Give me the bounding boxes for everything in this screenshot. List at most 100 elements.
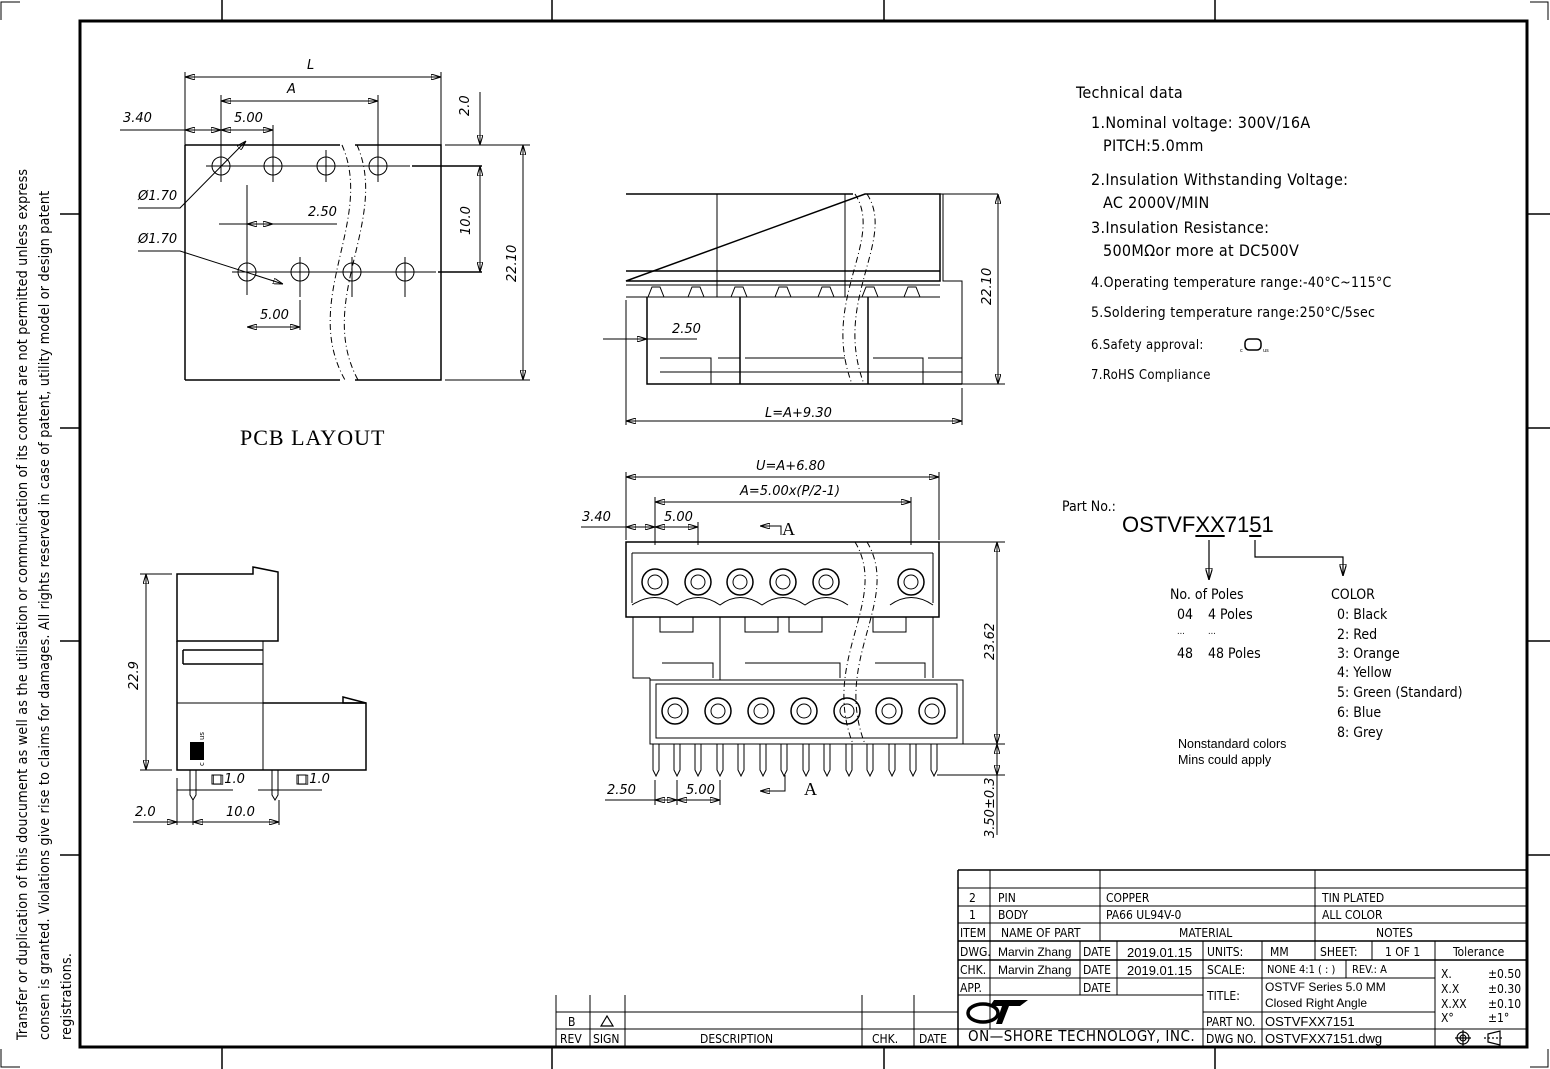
poles-code-3: 48 bbox=[1177, 646, 1194, 662]
color-option: 8: Grey bbox=[1337, 725, 1384, 741]
color-option: 6: Blue bbox=[1337, 705, 1382, 721]
dim-front-length: L=A+9.30 bbox=[765, 406, 832, 421]
dim-top-left-offset: 3.40 bbox=[582, 510, 611, 525]
pcb-layout-title: PCB LAYOUT bbox=[240, 425, 386, 450]
dim-pin-pitch: 5.00 bbox=[686, 783, 715, 798]
app-date-label: DATE bbox=[1083, 981, 1111, 995]
dim-A: A bbox=[287, 82, 296, 97]
top-view-drawing bbox=[581, 472, 1005, 835]
dim-pin-offset: 2.50 bbox=[607, 783, 636, 798]
dim-front-offset: 2.50 bbox=[672, 322, 701, 337]
copyright-line-1: Transfer or duplication of this doucumen… bbox=[15, 168, 31, 1040]
color-option: 4: Yellow bbox=[1337, 665, 1392, 681]
title-line-2: Closed Right Angle bbox=[1265, 996, 1368, 1010]
tech-item-6: 6.Safety approval: bbox=[1091, 338, 1204, 353]
dwg-no-value: OSTVFXX7151.dwg bbox=[1265, 1031, 1383, 1046]
tech-item-1: 1.Nominal voltage: 300V/16A bbox=[1091, 113, 1311, 132]
bom-header-name: NAME OF PART bbox=[1001, 926, 1081, 940]
bom-notes: ALL COLOR bbox=[1322, 908, 1383, 922]
part-poles-code: XX bbox=[1195, 512, 1225, 537]
poles-code-1: 04 bbox=[1177, 607, 1194, 623]
chk-header: CHK. bbox=[872, 1032, 899, 1046]
dim-U: U=A+6.80 bbox=[756, 459, 826, 474]
part-number-callouts bbox=[1209, 540, 1343, 580]
tech-item-2-sub: AC 2000V/MIN bbox=[1103, 193, 1210, 212]
chk-name: Marvin Zhang bbox=[998, 963, 1072, 977]
dim-pin-spacing: 10.0 bbox=[226, 805, 255, 820]
tech-item-3: 3.Insulation Resistance: bbox=[1091, 218, 1270, 237]
scale-label: SCALE: bbox=[1207, 963, 1246, 977]
color-option: 0: Black bbox=[1337, 607, 1388, 623]
part-mid: 71 bbox=[1224, 512, 1250, 537]
tolerance-value: ±1° bbox=[1488, 1011, 1510, 1025]
dwg-label: DWG. bbox=[960, 945, 991, 959]
part-no-field-value: OSTVFXX7151 bbox=[1265, 1014, 1355, 1029]
tolerance-key: X° bbox=[1441, 1011, 1454, 1025]
units-label: UNITS: bbox=[1207, 945, 1244, 959]
app-label: APP. bbox=[960, 981, 982, 995]
sheet-value: 1 OF 1 bbox=[1385, 945, 1421, 959]
tech-item-3-sub: 500MΩor more at DC500V bbox=[1103, 241, 1300, 260]
poles-desc-3: 48 Poles bbox=[1208, 646, 1261, 662]
sheet-label: SHEET: bbox=[1320, 945, 1358, 959]
poles-title: No. of Poles bbox=[1170, 587, 1244, 603]
front-view-drawing bbox=[603, 193, 1005, 425]
bom-name: BODY bbox=[998, 908, 1028, 922]
ost-logo bbox=[966, 1000, 1028, 1024]
bom-material: PA66 UL94V-0 bbox=[1106, 908, 1182, 922]
dwg-date: 2019.01.15 bbox=[1127, 945, 1193, 960]
color-option: 2: Red bbox=[1337, 627, 1378, 643]
dim-row-gap: 10.0 bbox=[459, 206, 474, 235]
dim-height: 22.10 bbox=[505, 244, 520, 282]
poles-code-2: ... bbox=[1177, 627, 1185, 637]
bom-material: COPPER bbox=[1106, 891, 1150, 905]
bom-notes: TIN PLATED bbox=[1322, 891, 1385, 905]
ul-mark-icon: c us bbox=[190, 732, 206, 766]
section-marker-bottom: A bbox=[804, 779, 817, 799]
dim-top-margin: 2.0 bbox=[458, 95, 473, 116]
nonstandard-note-2: Mins could apply bbox=[1178, 753, 1272, 767]
copyright-line-2: consen is granted. Violations give rise … bbox=[37, 190, 53, 1040]
rev-label: REV.: A bbox=[1352, 963, 1387, 976]
date-header: DATE bbox=[919, 1032, 947, 1046]
pcb-layout-drawing bbox=[120, 72, 530, 381]
svg-text:us: us bbox=[1263, 348, 1269, 354]
units-value: MM bbox=[1270, 945, 1289, 959]
target-icon bbox=[1455, 1030, 1471, 1046]
part-suffix: 1 bbox=[1261, 512, 1274, 537]
dim-hole-dia-1: Ø1.70 bbox=[138, 189, 178, 204]
svg-text:c: c bbox=[198, 762, 206, 766]
title-block-grid bbox=[555, 869, 1527, 1047]
title-line-1: OSTVF Series 5.0 MM bbox=[1265, 980, 1386, 994]
part-color-code: 5 bbox=[1249, 512, 1262, 537]
poles-desc-1: 4 Poles bbox=[1208, 607, 1253, 623]
projection-cone-icon bbox=[1484, 1030, 1504, 1046]
bom-header-notes: NOTES bbox=[1376, 926, 1413, 940]
chk-date: 2019.01.15 bbox=[1127, 963, 1193, 978]
chk-date-label: DATE bbox=[1083, 963, 1111, 977]
tolerance-title: Tolerance bbox=[1453, 945, 1505, 959]
technical-data-title: Technical data bbox=[1076, 83, 1184, 102]
dwg-name: Marvin Zhang bbox=[998, 945, 1072, 959]
part-number-code: OSTVFXX7151 bbox=[1122, 512, 1274, 538]
tolerance-value: ±0.50 bbox=[1488, 967, 1522, 981]
dim-top-pitch: 5.00 bbox=[664, 510, 693, 525]
bom-item: 1 bbox=[969, 908, 976, 922]
svg-text:us: us bbox=[198, 732, 206, 740]
ul-approval-icon: c us bbox=[1240, 338, 1269, 354]
chk-label: CHK. bbox=[960, 963, 987, 977]
dim-pin-square-2: □1.0 bbox=[297, 772, 330, 787]
color-title: COLOR bbox=[1331, 587, 1375, 603]
rev-header: REV bbox=[560, 1032, 582, 1046]
dwg-no-label: DWG NO. bbox=[1206, 1032, 1257, 1046]
bom-header-material: MATERIAL bbox=[1179, 926, 1233, 940]
bom-header-item: ITEM bbox=[960, 926, 986, 940]
tech-item-7: 7.RoHS Compliance bbox=[1091, 368, 1211, 383]
dim-front-height: 22.10 bbox=[980, 267, 995, 305]
part-no-field-label: PART NO. bbox=[1206, 1015, 1256, 1029]
dim-pitch-top: 5.00 bbox=[234, 111, 263, 126]
color-option: 5: Green (Standard) bbox=[1337, 685, 1463, 701]
part-prefix: OSTVF bbox=[1122, 512, 1196, 537]
copyright-line-3: registrations. bbox=[59, 952, 75, 1040]
